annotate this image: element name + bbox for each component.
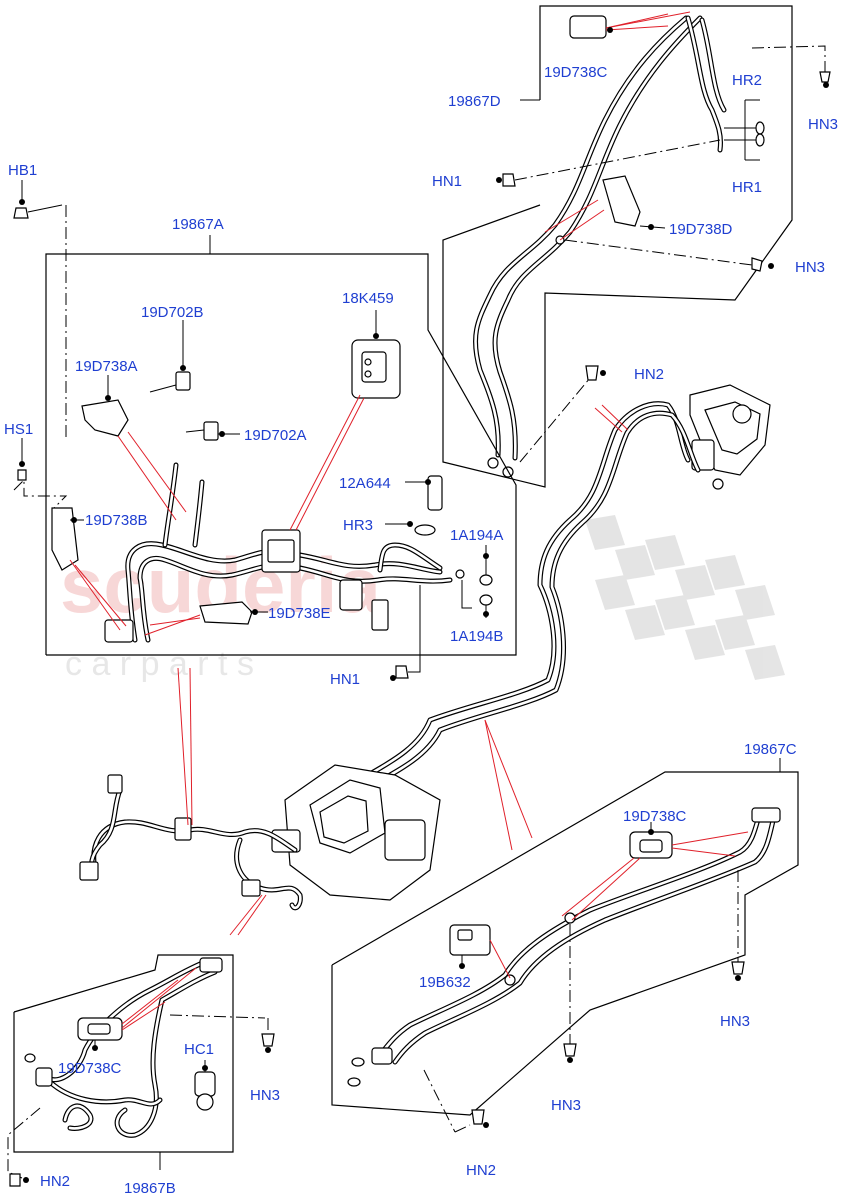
bracket-19D738B <box>51 507 79 571</box>
group-19867B: 19867B 19D738C HC1 HN3 <box>7 954 280 1197</box>
label-19867B: 19867B <box>124 1180 176 1197</box>
label-19D738D: 19D738D <box>669 221 733 238</box>
nut-HN3-left <box>261 1033 275 1047</box>
rear-heater-unit <box>689 384 771 490</box>
label-HR3: HR3 <box>343 517 373 534</box>
watermark-checker <box>585 515 785 680</box>
label-HN2-top: HN2 <box>634 366 664 383</box>
nut-HN2-bottom <box>471 1109 485 1125</box>
nut-HN3-mid <box>751 257 763 272</box>
bracket-19D738D <box>602 175 641 227</box>
front-wiring <box>79 774 303 911</box>
group-19867A-outline <box>45 253 517 656</box>
group-19867A: 19867A 18K459 19D702B 1 <box>45 216 517 688</box>
group-19867C-outline <box>331 771 799 1116</box>
label-19867D: 19867D <box>448 93 501 110</box>
label-HN3-right: HN3 <box>720 1013 750 1030</box>
label-19D738C-top: 19D738C <box>544 64 608 81</box>
label-19D702A: 19D702A <box>244 427 307 444</box>
label-19D702B: 19D702B <box>141 304 204 321</box>
nut-HN3-right <box>731 961 745 975</box>
label-HN1-mid: HN1 <box>330 671 360 688</box>
group-19867D-outline <box>442 5 793 488</box>
label-19D738C-left: 19D738C <box>58 1060 122 1077</box>
bracket-19D738A <box>81 399 129 437</box>
label-HN2-left: HN2 <box>40 1173 70 1190</box>
leader-lines-front <box>177 667 267 936</box>
label-19D738B: 19D738B <box>85 512 148 529</box>
nut-HN3-bottom <box>563 1043 577 1057</box>
label-19867C: 19867C <box>744 741 797 758</box>
label-HB1: HB1 <box>8 162 37 179</box>
bolt-HB1 <box>13 207 29 219</box>
part-19D702A <box>203 421 219 441</box>
label-18K459: 18K459 <box>342 290 394 307</box>
main-pipe <box>365 401 701 788</box>
watermark-subtitle: c a r p a r t s <box>65 645 254 683</box>
nut-HN1-top <box>502 173 516 187</box>
label-HR1: HR1 <box>732 179 762 196</box>
bracket-19D738C-top <box>569 15 607 39</box>
hb1-hs1: HB1 HS1 <box>4 162 68 509</box>
label-1A194B: 1A194B <box>450 628 503 645</box>
label-HN1-top: HN1 <box>432 173 462 190</box>
label-19D738E: 19D738E <box>268 605 331 622</box>
watermark: scuderia c a r p a r t s <box>60 515 785 683</box>
nut-HN3-top <box>819 71 831 83</box>
seal-HR3 <box>414 524 436 536</box>
label-19867A: 19867A <box>172 216 224 233</box>
nut-HN1-mid <box>395 665 409 679</box>
group-19867B-outline <box>13 954 234 1153</box>
label-12A644: 12A644 <box>339 475 391 492</box>
label-1A194A: 1A194A <box>450 527 503 544</box>
front-hvac-module <box>271 764 441 901</box>
nut-HN2-top <box>585 365 599 381</box>
leader-lines-main <box>484 404 629 851</box>
label-HN3-bottom: HN3 <box>551 1097 581 1114</box>
group-19867C: 19867C 19D738C 19B632 H <box>331 741 799 1179</box>
label-HC1: HC1 <box>184 1041 214 1058</box>
group-19867D: 19867D 19D738C <box>432 5 838 488</box>
hn2-top: HN2 <box>519 365 664 463</box>
stud-HS1 <box>17 469 27 481</box>
part-12A644 <box>427 475 443 511</box>
label-19D738C-right: 19D738C <box>623 808 687 825</box>
label-HN2-bottom: HN2 <box>466 1162 496 1179</box>
part-19D702B <box>175 371 191 391</box>
label-HN3-top: HN3 <box>808 116 838 133</box>
label-HR2: HR2 <box>732 72 762 89</box>
label-19B632: 19B632 <box>419 974 471 991</box>
label-HS1: HS1 <box>4 421 33 438</box>
bracket-19D738E <box>199 601 253 625</box>
clip-HC1 <box>194 1071 216 1097</box>
label-HN3-mid: HN3 <box>795 259 825 276</box>
nut-HN2-left <box>9 1173 21 1187</box>
label-19D738A: 19D738A <box>75 358 138 375</box>
pipe-19867D <box>472 15 727 461</box>
label-HN3-left: HN3 <box>250 1087 280 1104</box>
